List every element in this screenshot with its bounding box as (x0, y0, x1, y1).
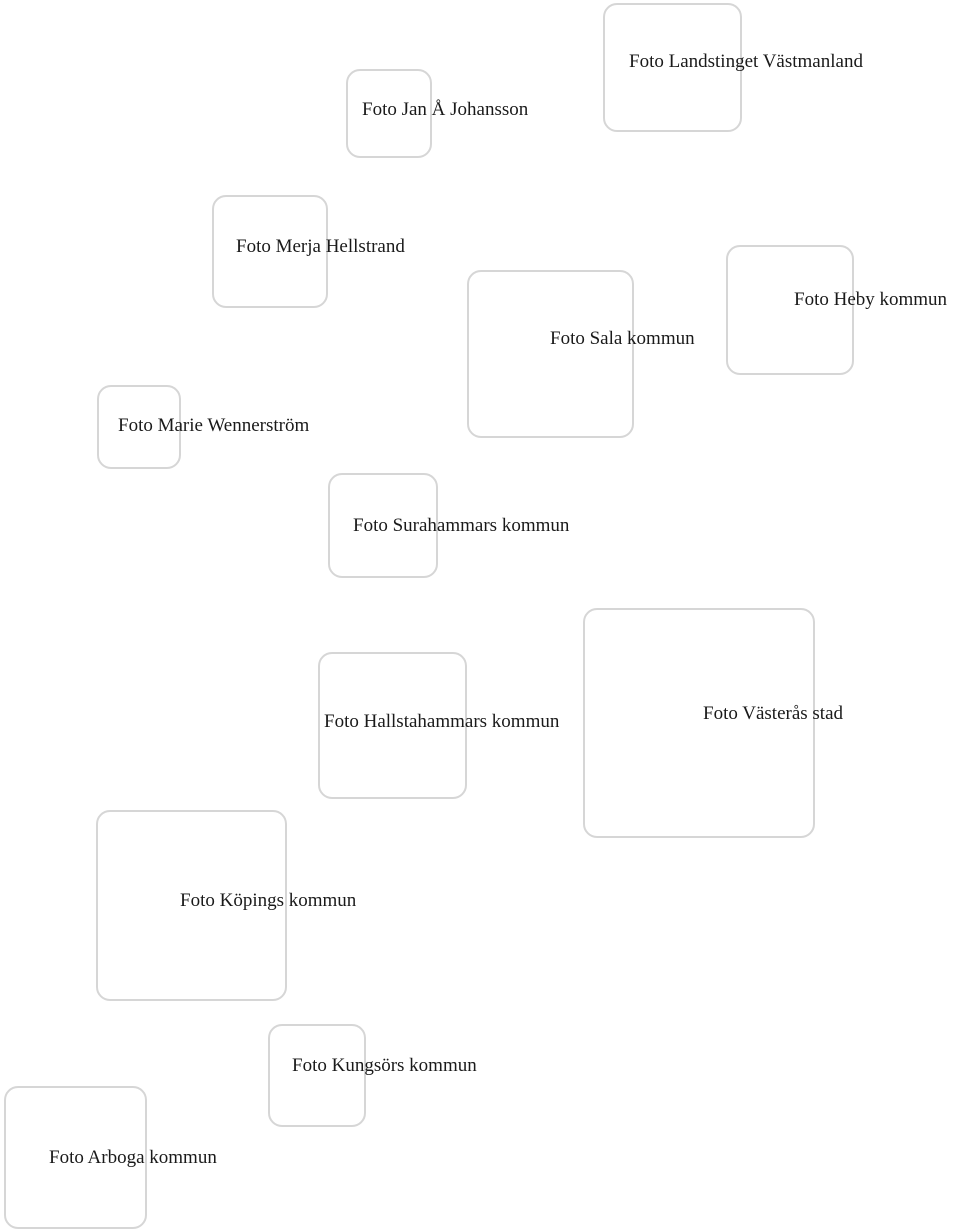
photo-frame-surahammar (328, 473, 438, 578)
photo-credit-vasteras: Foto Västerås stad (703, 703, 844, 724)
photo-frame-kungsor (268, 1024, 366, 1127)
photo-credit-landstinget: Foto Landstinget Västmanland (629, 51, 863, 72)
photo-frame-sala (467, 270, 634, 438)
photo-credit-marie: Foto Marie Wennerström (118, 415, 310, 436)
photo-credit-jan: Foto Jan Å Johansson (362, 99, 529, 120)
photo-credit-merja: Foto Merja Hellstrand (236, 236, 405, 257)
photo-credit-sala: Foto Sala kommun (550, 328, 695, 349)
photo-credit-arboga: Foto Arboga kommun (49, 1147, 217, 1168)
photo-frame-merja (212, 195, 328, 308)
photo-frame-marie (97, 385, 181, 469)
photo-frame-landstinget (603, 3, 742, 132)
photo-credit-hallstahammar: Foto Hallstahammars kommun (324, 711, 560, 732)
photo-credit-kungsor: Foto Kungsörs kommun (292, 1055, 477, 1076)
photo-frame-vasteras (583, 608, 815, 838)
photo-frame-arboga (4, 1086, 147, 1229)
photo-credit-surahammar: Foto Surahammars kommun (353, 515, 570, 536)
photo-credit-heby: Foto Heby kommun (794, 289, 948, 310)
photo-frame-heby (726, 245, 854, 375)
photo-frame-hallstahammar (318, 652, 467, 799)
photo-credit-koping: Foto Köpings kommun (180, 890, 357, 911)
photo-frame-koping (96, 810, 287, 1001)
photo-frame-jan (346, 69, 432, 158)
